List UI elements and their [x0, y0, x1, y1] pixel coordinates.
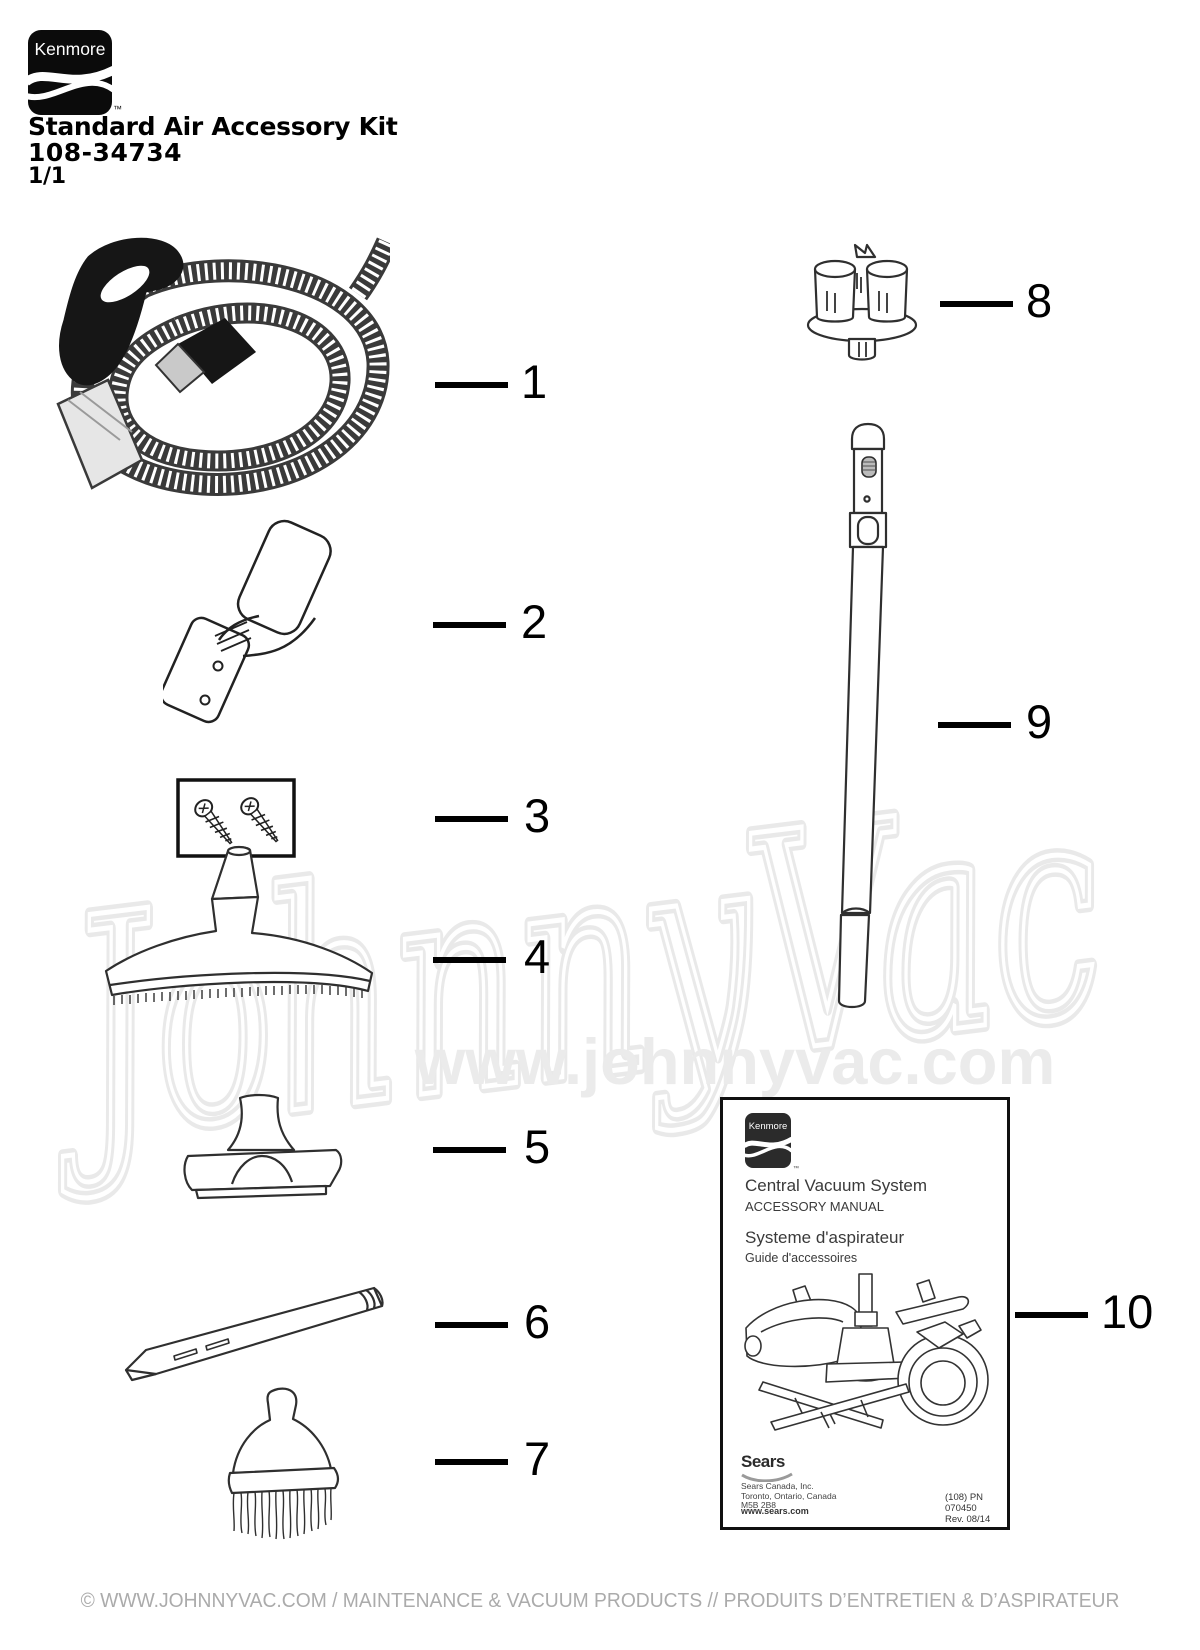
- screw-icon: [240, 797, 279, 843]
- manual-accessories-illustration: [744, 1273, 989, 1431]
- callout-line-3: [435, 816, 508, 822]
- callout-number-1: 1: [521, 355, 548, 408]
- page-count: 1/1: [28, 164, 66, 189]
- callout-number-8: 8: [1026, 274, 1053, 327]
- manual-logo-trademark: ™: [793, 1166, 799, 1172]
- callout-number-10: 10: [1101, 1285, 1154, 1338]
- kenmore-logo: Kenmore: [28, 30, 112, 115]
- manual-kenmore-logo: Kenmore: [745, 1113, 791, 1168]
- manual-pn-line: (108) PN 070450: [945, 1492, 984, 1514]
- title-block: Standard Air Accessory Kit 108-34734 1/1: [28, 114, 398, 189]
- callout-line-8: [940, 301, 1013, 307]
- part-illustration-upholstery-tool: [183, 1093, 343, 1200]
- manual-kenmore-logo-text: Kenmore: [749, 1121, 788, 1132]
- callout-line-10: [1015, 1312, 1088, 1318]
- sears-logo: Sears: [741, 1452, 811, 1482]
- callout-line-4: [433, 957, 506, 963]
- callout-number-9: 9: [1026, 695, 1053, 748]
- sears-address: Sears Canada, Inc. Toronto, Ontario, Can…: [741, 1481, 837, 1511]
- callout-line-1: [435, 382, 508, 388]
- callout-number-2: 2: [521, 595, 548, 648]
- copyright-footer: © WWW.JOHNNYVAC.COM / MAINTENANCE & VACU…: [80, 1589, 1120, 1612]
- part-illustration-mounting-screws: [176, 778, 296, 858]
- manual-part-number: (108) PN 070450 Rev. 08/14: [945, 1492, 1007, 1525]
- page-title: Standard Air Accessory Kit: [28, 112, 398, 141]
- callout-line-6: [435, 1322, 508, 1328]
- logo-trademark: ™: [113, 104, 122, 114]
- callout-line-2: [433, 622, 506, 628]
- callout-line-5: [433, 1147, 506, 1153]
- manual-subtitle: ACCESSORY MANUAL: [745, 1199, 884, 1214]
- part-illustration-accessory-manual: Kenmore ™ Central Vacuum System ACCESSOR…: [720, 1097, 1010, 1530]
- callout-number-5: 5: [524, 1120, 551, 1173]
- sears-address-line2: Toronto, Ontario, Canada: [741, 1490, 837, 1501]
- sears-website: www.sears.com: [741, 1506, 809, 1516]
- watermark-url: www.johnnyvac.com: [414, 1025, 1056, 1098]
- part-illustration-hose: [56, 237, 390, 496]
- part-illustration-floor-brush: [104, 845, 374, 1005]
- logo-swoosh-icon: [28, 65, 112, 86]
- part-illustration-crevice-tool: [124, 1286, 384, 1382]
- brush-bristles: [232, 1487, 332, 1540]
- callout-number-7: 7: [524, 1432, 551, 1485]
- part-illustration-telescopic-wand: [837, 422, 888, 1009]
- hose-connector: [178, 318, 256, 384]
- sears-address-line3: M5B 2B8: [741, 1500, 776, 1510]
- callout-number-3: 3: [524, 789, 551, 842]
- sears-swoosh-icon: [741, 1472, 793, 1482]
- hose-handle: [59, 237, 184, 386]
- screw-icon: [194, 799, 233, 845]
- manual-title-french: Systeme d'aspirateur: [745, 1228, 905, 1247]
- sears-logo-text: Sears: [741, 1452, 785, 1471]
- logo-swoosh2-icon: [28, 79, 112, 101]
- part-illustration-tool-caddy: [806, 243, 918, 361]
- part-illustration-dusting-brush: [227, 1387, 339, 1540]
- callout-number-6: 6: [524, 1295, 551, 1348]
- manual-subtitle-french: Guide d'accessoires: [745, 1251, 858, 1265]
- callout-line-7: [435, 1459, 508, 1465]
- sears-address-line1: Sears Canada, Inc.: [741, 1481, 814, 1491]
- hose-cuff: [56, 378, 144, 490]
- manual-rev-line: Rev. 08/14: [945, 1514, 991, 1525]
- kit-part-number: 108-34734: [28, 138, 183, 167]
- manual-title: Central Vacuum System: [745, 1176, 928, 1195]
- callout-number-4: 4: [524, 930, 551, 983]
- kenmore-logo-text: Kenmore: [34, 39, 105, 59]
- callout-line-9: [938, 722, 1011, 728]
- part-illustration-hose-hanger: [163, 519, 332, 724]
- brush-bristles: [113, 985, 363, 1005]
